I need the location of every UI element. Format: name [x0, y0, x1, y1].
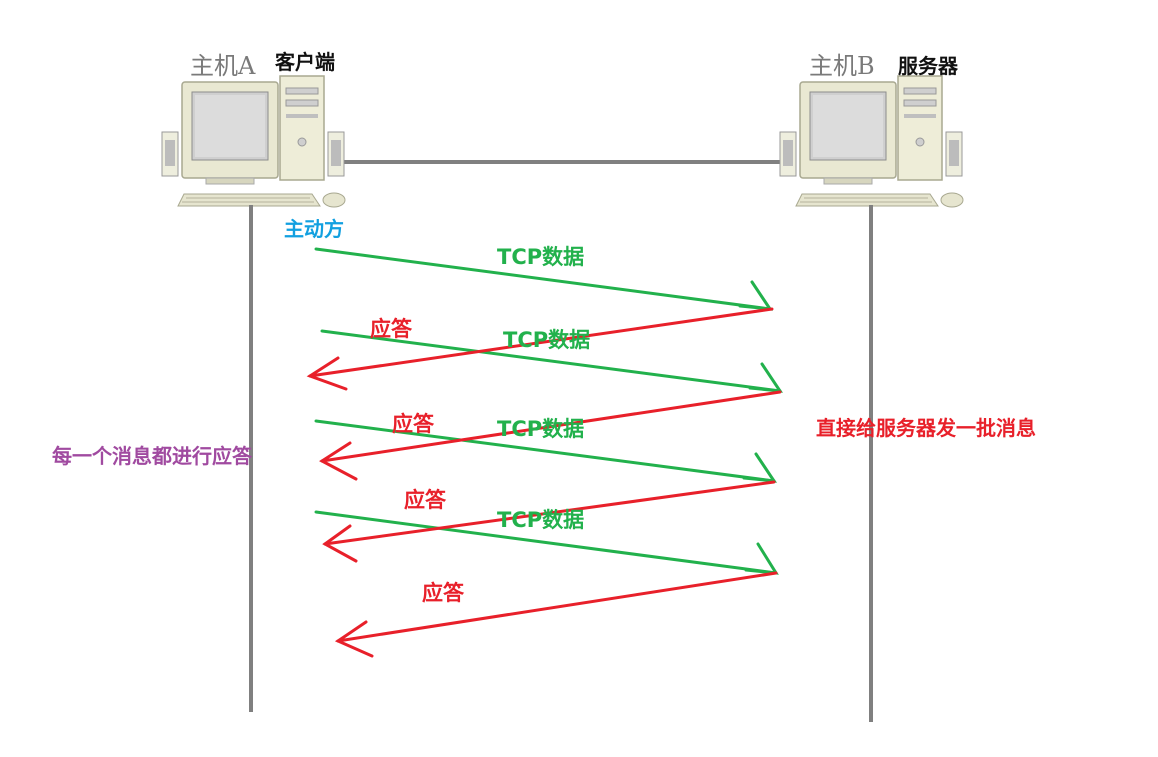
host-a-role: 客户端	[275, 50, 335, 74]
tcp-data-label-3: TCP数据	[497, 417, 585, 441]
right-note: 直接给服务器发一批消息	[816, 416, 1036, 440]
host-a-name: 主机A	[190, 52, 256, 80]
left-note: 每一个消息都进行应答	[52, 444, 252, 468]
client-computer-icon	[161, 75, 346, 208]
ack-label-1: 应答	[370, 317, 412, 341]
host-b-name: 主机B	[809, 52, 875, 80]
ack-arrow-4	[334, 571, 778, 658]
ack-label-4: 应答	[422, 581, 464, 605]
ack-arrow-1	[306, 307, 774, 391]
ack-label-3: 应答	[404, 488, 446, 512]
host-b-role: 服务器	[898, 54, 958, 78]
tcp-data-label-1: TCP数据	[497, 245, 585, 269]
tcp-data-label-4: TCP数据	[497, 508, 585, 532]
initiator-label: 主动方	[284, 217, 344, 241]
tcp-data-label-2: TCP数据	[503, 328, 591, 352]
ack-label-2: 应答	[392, 412, 434, 436]
ack-arrow-2	[319, 390, 782, 481]
server-computer-icon	[779, 75, 964, 208]
ack-arrow-3	[322, 480, 776, 563]
